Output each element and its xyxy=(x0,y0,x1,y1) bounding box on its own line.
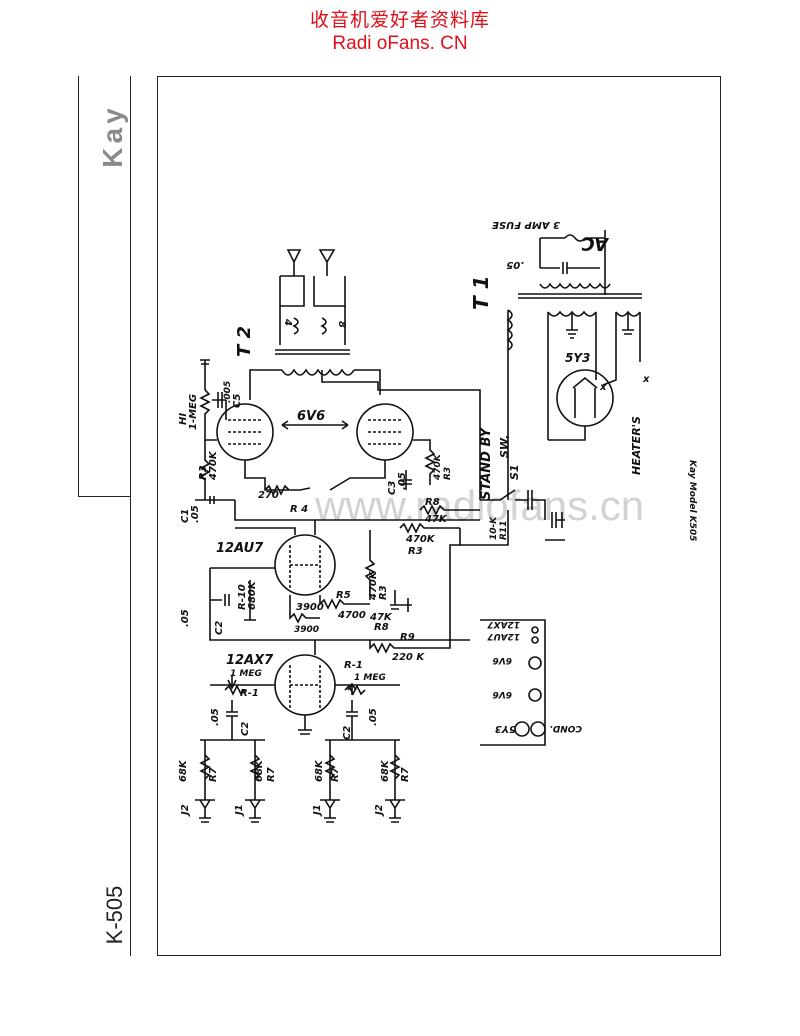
c1-value: .05 xyxy=(190,505,201,523)
sw-label: SW. xyxy=(498,435,511,458)
r3-label-left: R3 xyxy=(198,465,209,480)
r4-value: 270 xyxy=(258,490,279,501)
r7-value-4: 68K xyxy=(380,759,391,782)
brand-box-rule xyxy=(78,496,131,497)
sock-6v6a: 6V6 xyxy=(493,655,513,665)
r6-label: 3900 xyxy=(296,602,324,613)
r9-label: R9 xyxy=(400,632,415,643)
r3-label-mid: R3 xyxy=(408,546,423,557)
tube-12ax7-label: 12AX7 xyxy=(226,653,274,668)
r7-value-2: 68K xyxy=(254,759,265,782)
r2-value: 1-MEG xyxy=(188,394,199,430)
r8b-label: R8 xyxy=(374,622,389,633)
r12-label: R3 xyxy=(443,467,453,480)
t2-label: T 2 xyxy=(234,326,255,357)
r7-label-2: R7 xyxy=(266,767,277,782)
c5-label: C5 xyxy=(232,394,243,408)
sock-12au7: 12AU7 xyxy=(487,631,520,641)
r11-label: R11 xyxy=(499,521,509,540)
r11-value: 10-K xyxy=(489,516,499,540)
r5-value: 4700 xyxy=(337,610,366,621)
standby-label: STAND BY xyxy=(479,426,494,500)
c2-mid-label: C2 xyxy=(214,621,225,635)
sock-5y3: 5Y3 xyxy=(495,723,516,734)
c1-label: C1 xyxy=(180,509,191,523)
watermark: www.radiofans.cn xyxy=(314,482,644,529)
driver-stage: 12AU7 .05 C2 R-10 680K 3900 3900 R5 4700… xyxy=(180,520,470,663)
sock-12ax7: 12AX7 xyxy=(487,619,520,629)
ac-cap-label: .05 xyxy=(506,259,524,270)
heater-x1: x xyxy=(599,382,607,393)
header-title-en: Radi oFans. CN xyxy=(332,33,468,54)
tap-4-label: 4 xyxy=(282,318,293,326)
side-rule-right xyxy=(130,76,131,956)
jack-j1-2: J1 xyxy=(312,804,323,817)
hi-label: HI xyxy=(178,413,189,425)
jack-j2-2: J2 xyxy=(374,804,385,817)
r3b-label: R3 xyxy=(378,585,389,600)
r5-label: R5 xyxy=(336,590,351,601)
r4-label: R 4 xyxy=(290,504,308,515)
power-supply: AC 3 AMP FUSE .05 T 1 5Y3 x x HEATER'S S… xyxy=(469,219,650,541)
c3-value: .05 xyxy=(397,472,408,490)
r3-value-mid: 470K xyxy=(405,534,436,545)
r1-value-left: 1 MEG xyxy=(230,669,262,679)
r7-label-1: R7 xyxy=(208,767,219,782)
r9-value: 220 K xyxy=(392,652,425,663)
jack-j2-1: J2 xyxy=(180,804,191,817)
c2-right-label: C2 xyxy=(342,726,353,740)
tube-12au7-label: 12AU7 xyxy=(216,541,264,556)
schematic-caption: Kay Model K505 xyxy=(687,460,697,541)
ac-label: AC xyxy=(581,233,610,254)
socket-layout: 12AX7 12AU7 6V6 6V6 5Y3 COND. xyxy=(480,619,582,746)
c2-right-value: .05 xyxy=(368,708,379,726)
c3-label: C3 xyxy=(387,481,398,495)
r10-value: 680K xyxy=(247,580,258,610)
r1-value-right: 1 MEG xyxy=(354,673,386,683)
tube-6v6-label: 6V6 xyxy=(297,409,325,424)
fuse-label: 3 AMP FUSE xyxy=(492,219,560,230)
r7-value-3: 68K xyxy=(314,759,325,782)
heater-x2: x xyxy=(642,374,650,385)
r12-value: 470K xyxy=(433,453,443,481)
tube-5y3-label: 5Y3 xyxy=(565,351,590,365)
sock-6v6b: 6V6 xyxy=(493,689,513,699)
header-title-cn: 收音机爱好者资料库 xyxy=(309,9,490,31)
c5-value: .005 xyxy=(223,381,233,403)
r3b-value: 470K xyxy=(368,570,379,601)
r1-label-right: R-1 xyxy=(344,660,363,671)
r7-value-1: 68K xyxy=(178,759,189,782)
heaters-label: HEATER'S xyxy=(630,416,643,475)
r7-label-3: R7 xyxy=(330,767,341,782)
side-rule-left xyxy=(78,76,79,496)
t1-label: T 1 xyxy=(469,275,493,310)
output-tubes: 6V6 270 R 4 HI 1-MEG .005 C5 R3 470K C1 … xyxy=(178,359,509,557)
jack-j1-1: J1 xyxy=(234,804,245,817)
sock-cond: COND. xyxy=(549,723,582,733)
r1-label-left: R-1 xyxy=(240,688,259,699)
output-section: 4 8 T 2 xyxy=(234,249,481,500)
c2-mid-value: .05 xyxy=(180,609,191,627)
schematic-frame xyxy=(157,76,721,956)
r8-label: R8 xyxy=(425,497,440,508)
page-header: 收音机爱好者资料库 Radi oFans. CN xyxy=(0,8,800,56)
c2-left-value: .05 xyxy=(210,708,221,726)
r7-label-4: R7 xyxy=(400,767,411,782)
s1-label: S1 xyxy=(508,464,521,480)
r8b-value: 47K xyxy=(369,612,393,623)
c2-left-label: C2 xyxy=(240,722,251,736)
r3-value-left: 470K xyxy=(208,450,219,481)
fuse-symbol xyxy=(564,234,586,242)
tap-8-label: 8 xyxy=(336,321,347,328)
r6-value: 3900 xyxy=(294,625,319,635)
input-stage: 12AX7 1 MEG R-1 .05 C2 R-1 1 MEG C2 .05 … xyxy=(178,640,411,823)
r10-label: R-10 xyxy=(237,584,248,610)
